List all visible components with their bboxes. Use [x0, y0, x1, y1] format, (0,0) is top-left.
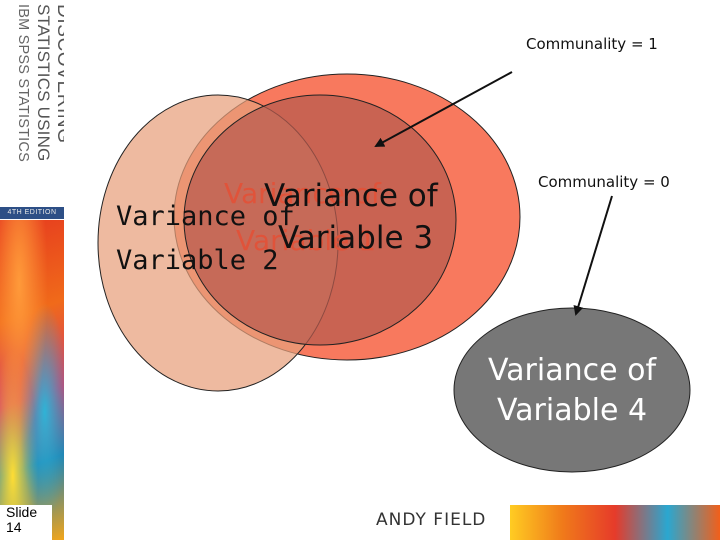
variable-1-label-line1: Variance of: [224, 177, 382, 210]
variable-2-label-line2: Variable 2: [116, 245, 279, 276]
footer-artwork: [510, 505, 720, 540]
variable-4-label-line2: Variable 4: [497, 393, 647, 428]
author-logo: ANDY FIELD: [376, 510, 487, 530]
variable-4-circle: [453, 307, 691, 473]
book-spine-title: DISCOVERING STATISTICS USING IBM SPSS ST…: [0, 0, 64, 205]
spine-line-3: IBM SPSS STATISTICS: [15, 4, 31, 162]
variable-3-label-line1: Variance of: [264, 178, 439, 214]
slide-number: Slide 14: [0, 505, 52, 540]
communality-0-label: Communality = 0: [538, 173, 670, 191]
communality-0-arrow: [573, 195, 613, 316]
communality-1-arrow: [374, 71, 513, 147]
edition-badge: 4TH EDITION: [0, 207, 64, 219]
variable-2-label-line1: Variance of: [116, 201, 295, 232]
variable-3-circle: [183, 94, 457, 346]
cover-artwork: [0, 220, 64, 540]
spine-line-1: DISCOVERING: [53, 4, 64, 144]
variable-4-label-line1: Variance of: [488, 353, 657, 388]
book-cover-strip: DISCOVERING STATISTICS USING IBM SPSS ST…: [0, 0, 64, 540]
variable-1-label-line2: Variable 1: [236, 224, 376, 257]
variable-3-label-line2: Variable 3: [278, 220, 433, 256]
communality-1-label: Communality = 1: [526, 35, 658, 53]
spine-line-2: STATISTICS USING: [34, 4, 53, 161]
